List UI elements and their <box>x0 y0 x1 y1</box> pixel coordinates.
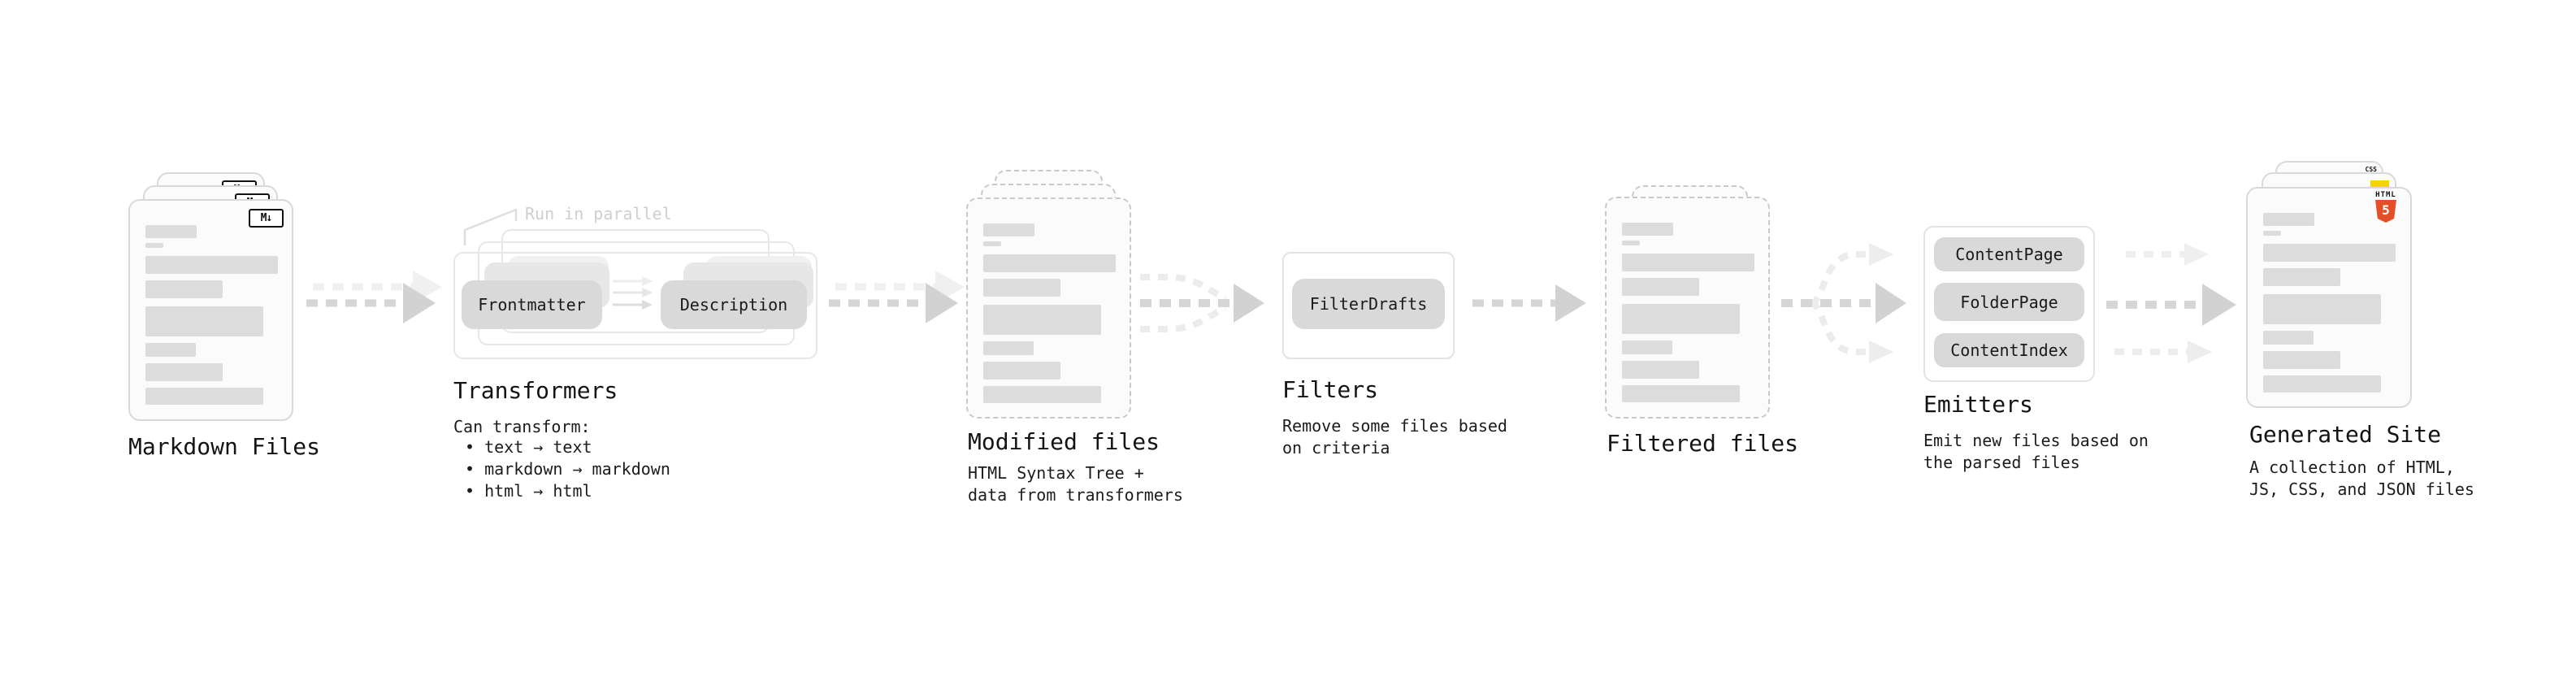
node-label: Filters <box>1282 376 1379 403</box>
node-subtitle: JS, CSS, and JSON files <box>2249 479 2474 499</box>
transformer-box-front <box>453 252 817 359</box>
node-subtitle: the parsed files <box>1923 453 2080 472</box>
node-label: Emitters <box>1923 391 2033 418</box>
text-placeholder-bar <box>1622 254 1754 271</box>
text-placeholder-bar <box>1622 361 1699 379</box>
node-label: Markdown Files <box>128 433 321 460</box>
html5-icon: HTML 5 <box>2370 192 2402 223</box>
node-filtered-files: Filtered files <box>1605 183 1800 475</box>
text-placeholder-bar <box>2263 294 2381 324</box>
markdown-icon: M↓ <box>249 209 284 228</box>
folderpage-pill: FolderPage <box>1934 283 2084 321</box>
flow-arrow-transformers-to-modified <box>829 271 965 323</box>
node-subtitle: on criteria <box>1282 438 1390 458</box>
text-placeholder-bar <box>2263 231 2281 236</box>
text-placeholder-bar <box>145 243 163 248</box>
flow-arrows-emitters-to-generated <box>2106 243 2236 363</box>
text-placeholder-bar <box>983 279 1060 297</box>
text-placeholder-bar <box>983 254 1116 272</box>
node-label: Transformers <box>453 377 618 404</box>
text-placeholder-bar <box>145 280 223 298</box>
text-placeholder-bar <box>145 343 196 357</box>
contentindex-pill: ContentIndex <box>1934 333 2084 367</box>
text-placeholder-bar <box>1622 278 1699 296</box>
markdown-file-card-front: M↓ <box>128 199 293 421</box>
node-subtitle: A collection of HTML, <box>2249 458 2455 477</box>
bullet-line: • text → text <box>465 437 592 457</box>
filterdrafts-pill: FilterDrafts <box>1292 279 1445 329</box>
text-placeholder-bar <box>1622 223 1673 236</box>
bullet-line: • markdown → markdown <box>465 459 670 479</box>
text-placeholder-bar <box>2263 213 2314 226</box>
node-label: Modified files <box>968 428 1160 455</box>
text-placeholder-bar <box>145 363 223 381</box>
description-pill: Description <box>661 280 807 329</box>
text-placeholder-bar <box>2263 351 2340 369</box>
flow-arrow-filtered-to-emitters <box>1781 243 1906 363</box>
pill-flow-arrows <box>613 276 653 310</box>
node-emitters: ContentPage FolderPage ContentIndex Emit… <box>1923 226 2159 486</box>
text-placeholder-bar <box>145 256 278 274</box>
node-subtitle: data from transformers <box>968 485 1183 505</box>
bullet-line: • html → html <box>465 481 592 501</box>
text-placeholder-bar <box>1622 241 1640 245</box>
flow-arrow-modified-to-filters <box>1140 274 1264 332</box>
text-placeholder-bar <box>1622 304 1740 334</box>
text-placeholder-bar <box>2263 244 2396 262</box>
text-placeholder-bar <box>983 341 1034 355</box>
modified-file-card-front <box>966 197 1131 419</box>
node-subtitle: Can transform: <box>453 417 591 436</box>
node-subtitle: HTML Syntax Tree + <box>968 463 1144 483</box>
text-placeholder-bar <box>983 386 1101 403</box>
node-markdown-files: M↓ M↓ M↓ Markdown Files <box>128 161 323 486</box>
generated-file-card-front: HTML 5 <box>2246 187 2412 408</box>
node-subtitle: Remove some files based <box>1282 416 1507 436</box>
frontmatter-pill: Frontmatter <box>462 280 602 329</box>
node-generated-site: CSS HTML 5 Generated Site A collection o… <box>2246 158 2490 508</box>
run-in-parallel-note: Run in parallel <box>525 204 672 223</box>
node-filters: FilterDrafts Filters Remove some files b… <box>1282 252 1507 463</box>
flow-arrow-markdown-to-transformers <box>306 271 442 323</box>
annotation-leader-line <box>463 208 518 245</box>
text-placeholder-bar <box>2263 331 2314 345</box>
node-label: Generated Site <box>2249 421 2442 448</box>
contentpage-pill: ContentPage <box>1934 237 2084 271</box>
text-placeholder-bar <box>983 241 1001 246</box>
text-placeholder-bar <box>983 362 1060 380</box>
text-placeholder-bar <box>1622 340 1672 354</box>
text-placeholder-bar <box>145 225 197 238</box>
text-placeholder-bar <box>983 223 1034 236</box>
node-modified-files: Modified files HTML Syntax Tree + data f… <box>966 161 1183 510</box>
text-placeholder-bar <box>145 388 263 405</box>
text-placeholder-bar <box>1622 385 1740 402</box>
node-subtitle: Emit new files based on <box>1923 431 2149 450</box>
text-placeholder-bar <box>983 305 1101 335</box>
text-placeholder-bar <box>2263 375 2381 393</box>
flow-arrow-filters-to-filtered <box>1472 284 1586 322</box>
node-transformers: Run in parallel Frontmatter Description … <box>453 203 835 504</box>
node-label: Filtered files <box>1607 430 1799 457</box>
text-placeholder-bar <box>145 306 263 336</box>
text-placeholder-bar <box>2263 268 2340 286</box>
filtered-file-card-front <box>1605 197 1770 419</box>
